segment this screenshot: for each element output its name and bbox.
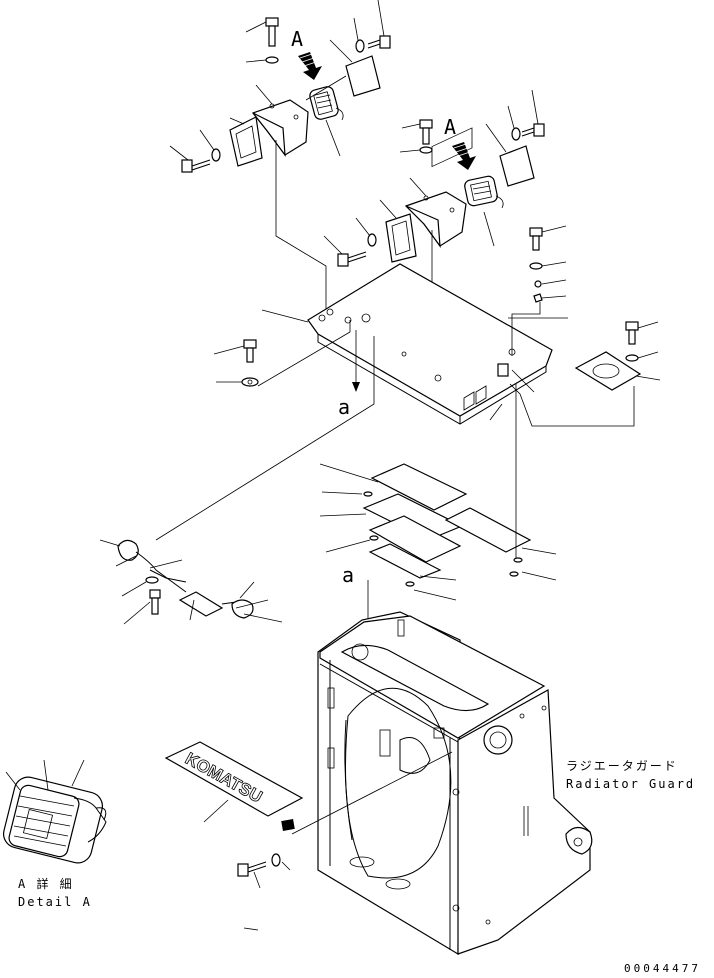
- cover-plate: [345, 55, 381, 97]
- bolt: [625, 321, 639, 345]
- leader-line: [155, 336, 375, 541]
- lamp-bracket: [404, 191, 467, 249]
- bolt: [181, 159, 211, 173]
- bolt: [245, 17, 279, 47]
- leader-line: [257, 320, 351, 387]
- view-arrow: [298, 52, 322, 80]
- nut: [533, 293, 543, 303]
- bolt: [243, 339, 257, 363]
- view-arrow: [452, 142, 476, 170]
- washer: [529, 262, 543, 270]
- lamp-assembly-right: A: [323, 89, 545, 267]
- leader-line: [275, 140, 327, 312]
- bolt: [149, 589, 161, 615]
- washer: [367, 233, 377, 247]
- insulation-pads: [362, 463, 532, 587]
- part-number: 00044477: [624, 962, 701, 975]
- view-label-a: A: [291, 27, 303, 51]
- bolt: [337, 251, 367, 267]
- washer: [534, 280, 542, 288]
- gasket: [229, 116, 263, 167]
- work-lamp: [309, 86, 344, 121]
- radiator-guard: [317, 611, 593, 956]
- washer: [265, 56, 279, 64]
- radiator-guard-label-en: Radiator Guard: [566, 777, 695, 791]
- radiator-guard-label-jp: ラジエータガード: [566, 759, 678, 773]
- washer: [271, 853, 281, 867]
- access-cover-plate: [574, 351, 642, 391]
- detail-a-lamp: [2, 776, 107, 864]
- washer: [355, 39, 365, 53]
- washer: [511, 127, 521, 141]
- cover-plate: [499, 145, 535, 187]
- logo-plate: KOMATSU: [164, 741, 304, 831]
- detail-title-en: Detail A: [18, 895, 92, 909]
- lamp-bracket: [252, 99, 309, 158]
- washer: [241, 377, 259, 387]
- bolt: [529, 227, 543, 251]
- connection-label-a: a: [342, 563, 354, 587]
- wiring-harness: [117, 539, 254, 619]
- washer: [625, 354, 639, 362]
- bolt: [237, 861, 267, 877]
- washer: [211, 148, 221, 162]
- washer: [419, 146, 433, 154]
- gasket: [385, 213, 417, 263]
- connection-label-a: a: [338, 395, 350, 419]
- bolt: [401, 119, 433, 145]
- detail-title-jp: A 詳 細: [18, 876, 74, 891]
- leader-line: [509, 383, 635, 427]
- work-lamp: [464, 175, 504, 209]
- leader-line: [511, 302, 541, 356]
- mounting-plate: [307, 127, 553, 425]
- bolt: [521, 123, 545, 137]
- view-label-a: A: [444, 115, 456, 139]
- lamp-assembly-left: A: [169, 0, 391, 173]
- bolt: [367, 35, 391, 49]
